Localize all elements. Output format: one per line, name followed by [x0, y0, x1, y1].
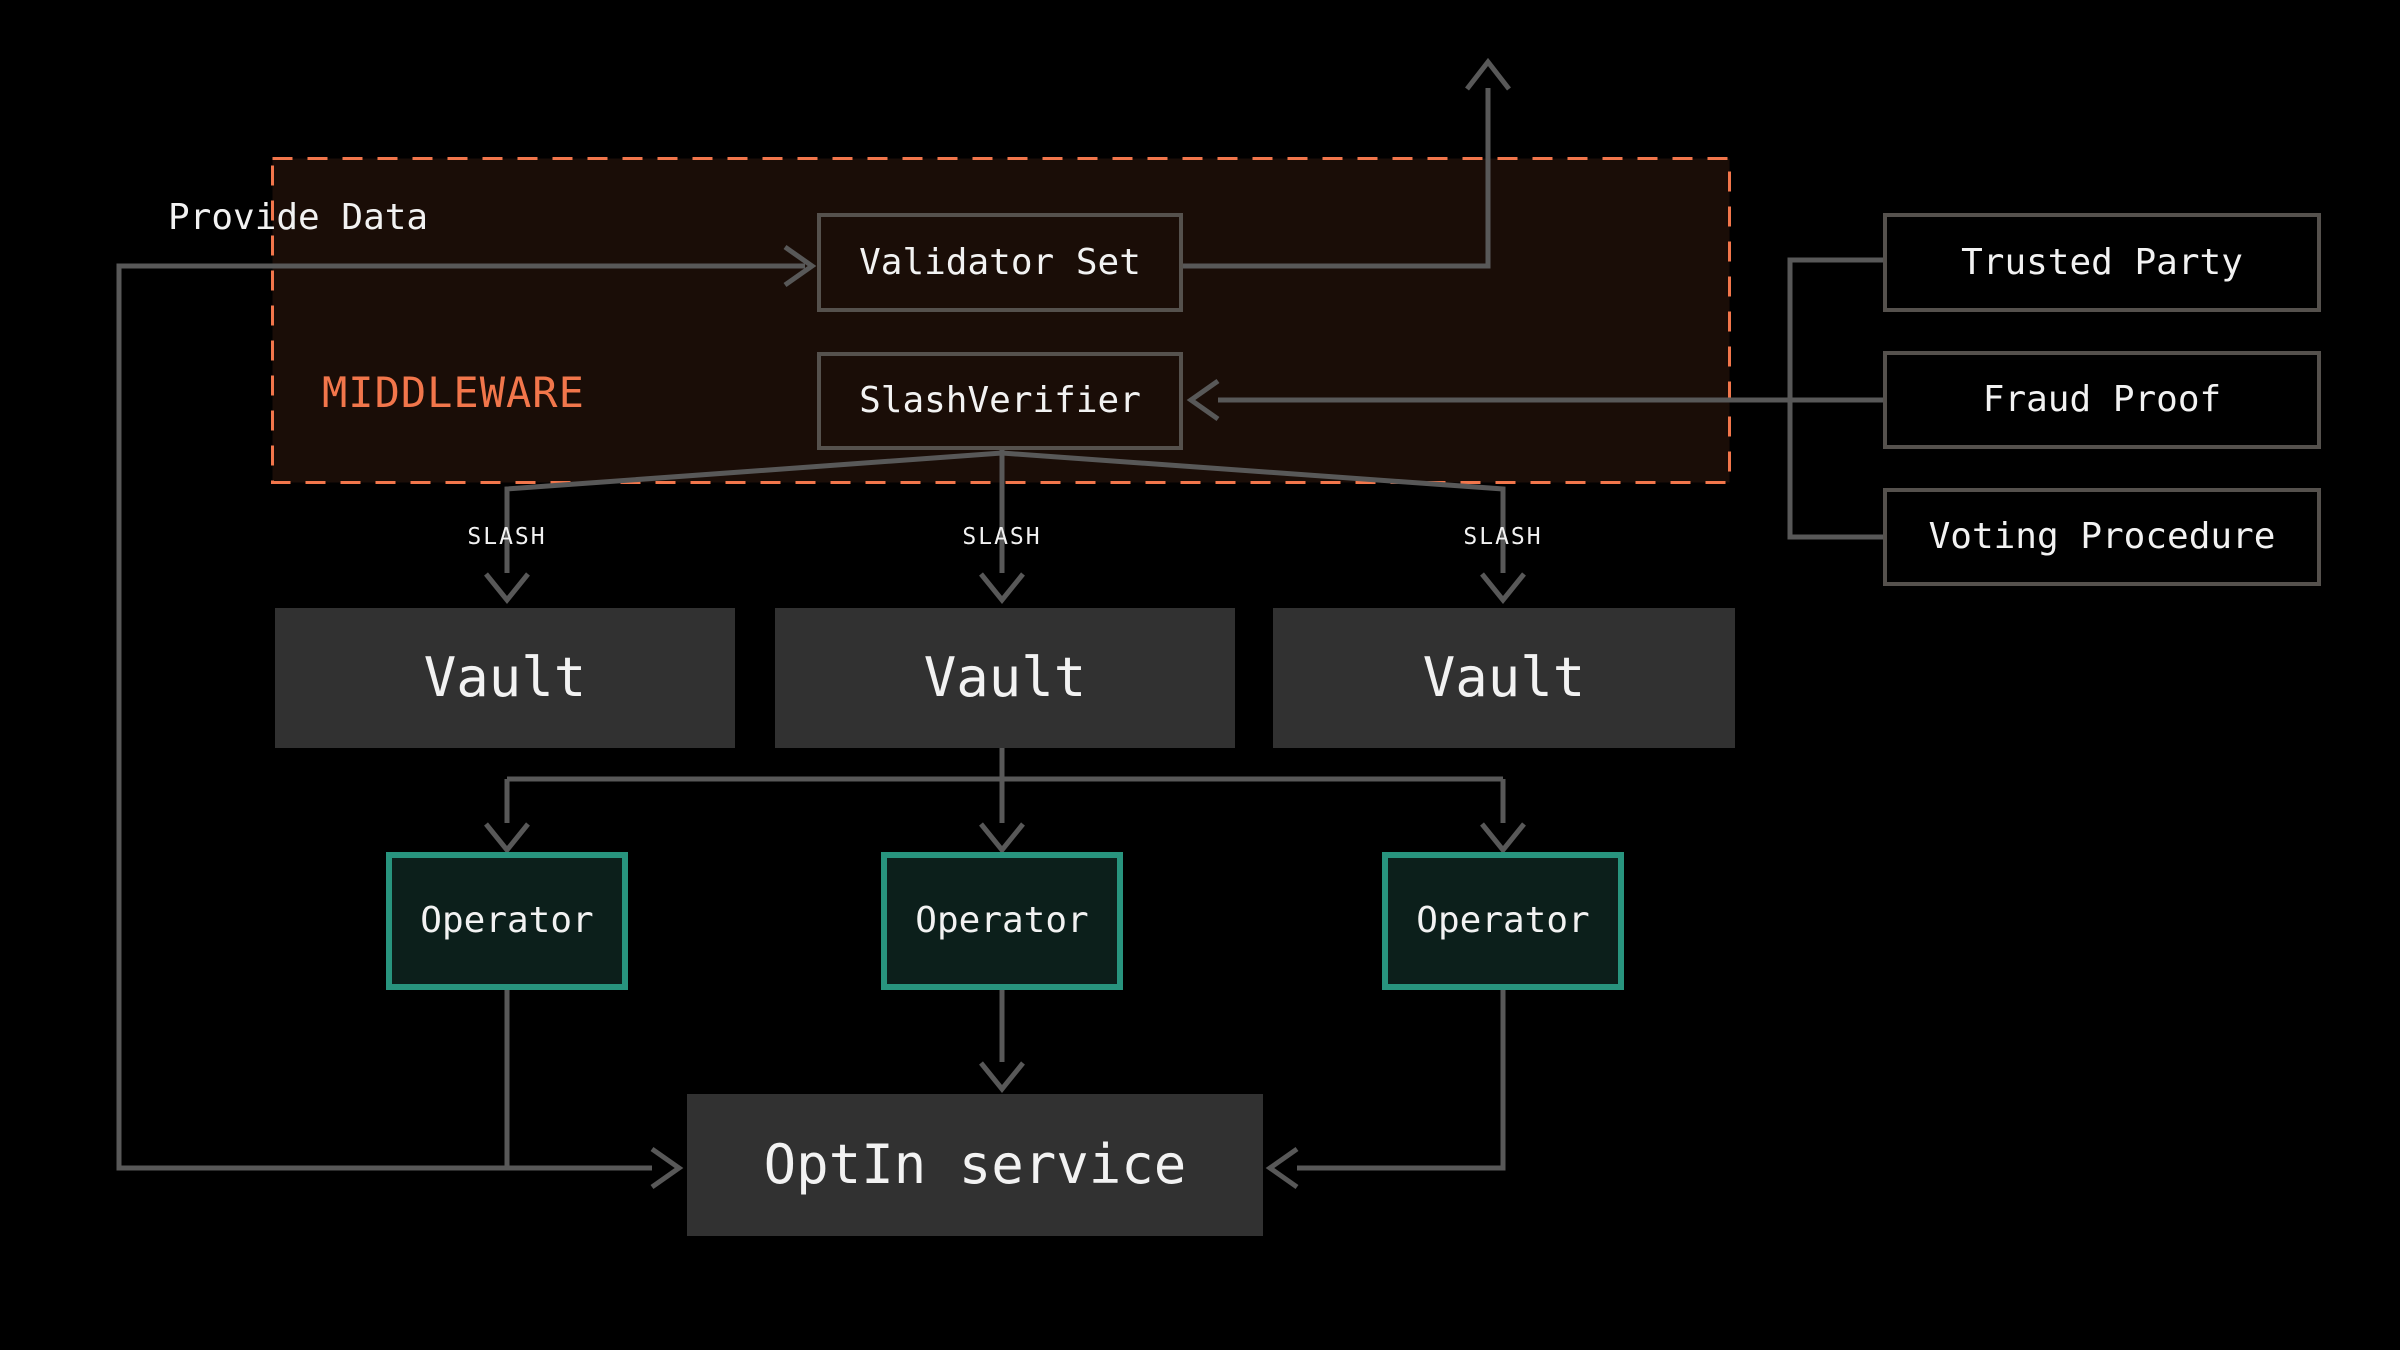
voting-procedure-box: Voting Procedure	[1883, 488, 2321, 586]
vault-label: Vault	[1422, 646, 1586, 709]
slash-label-right: SLASH	[1463, 524, 1543, 550]
arrowhead-into-optin-right	[1265, 1146, 1299, 1190]
vault-label: Vault	[923, 646, 1087, 709]
arrowhead-into-optin-top	[979, 1061, 1025, 1093]
arrowhead-slash-right	[1480, 572, 1526, 604]
slash-verifier-box: SlashVerifier	[817, 352, 1183, 450]
operator-label: Operator	[1416, 900, 1590, 941]
provide-data-line	[116, 263, 805, 1171]
vault-label: Vault	[423, 646, 587, 709]
optin-service-label: OptIn service	[763, 1133, 1187, 1196]
slash-fan-left	[504, 450, 1003, 573]
validator-set-label: Validator Set	[859, 241, 1141, 283]
arrowhead-into-slash-verifier	[1186, 378, 1220, 422]
trusted-party-label: Trusted Party	[1961, 241, 2243, 283]
fraud-proof-label: Fraud Proof	[1982, 379, 2222, 420]
arrowhead-operator-center	[979, 822, 1025, 854]
trusted-party-box: Trusted Party	[1883, 213, 2321, 312]
arrowhead-slash-center	[979, 572, 1025, 604]
validator-set-box: Validator Set	[817, 213, 1183, 312]
provide-data-label: Provide Data	[168, 197, 429, 238]
voting-procedure-label: Voting Procedure	[1928, 516, 2276, 557]
arrowhead-slash-left	[484, 572, 530, 604]
vault-box-left: Vault	[275, 608, 735, 748]
fraud-proof-box: Fraud Proof	[1883, 351, 2321, 449]
arrowhead-operator-left	[484, 822, 530, 854]
operator-box-right: Operator	[1382, 852, 1624, 990]
operator-label: Operator	[915, 900, 1089, 941]
slash-label-left: SLASH	[467, 524, 547, 550]
optin-service-box: OptIn service	[687, 1094, 1263, 1236]
slash-fan-right	[1001, 450, 1506, 573]
vault-box-center: Vault	[775, 608, 1235, 748]
arrowhead-into-optin-left	[650, 1146, 684, 1190]
middleware-label: MIDDLEWARE	[322, 368, 585, 417]
operator-box-center: Operator	[881, 852, 1123, 990]
operator-right-out-line	[1297, 990, 1506, 1171]
validator-set-out-line	[1183, 88, 1491, 269]
arrowhead-up-top	[1465, 57, 1511, 91]
arrowhead-into-validator-set	[783, 244, 817, 288]
operator-label: Operator	[420, 900, 594, 941]
vault-box-right: Vault	[1273, 608, 1735, 748]
arrowhead-operator-right	[1480, 822, 1526, 854]
operator-box-left: Operator	[386, 852, 628, 990]
slash-label-center: SLASH	[962, 524, 1042, 550]
external-bracket-line	[1787, 257, 1885, 540]
slash-verifier-label: SlashVerifier	[859, 380, 1141, 421]
